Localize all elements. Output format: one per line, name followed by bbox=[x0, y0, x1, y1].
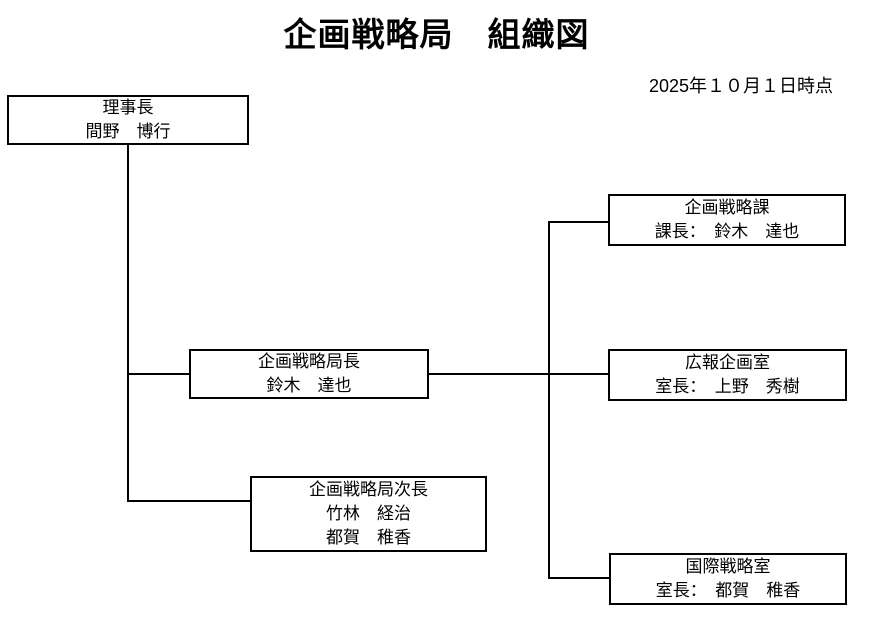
org-box-bureau-director-role: 企画戦略局長 bbox=[258, 352, 360, 371]
org-box-president-role: 理事長 bbox=[102, 98, 154, 117]
connector-to-international-strategy-office bbox=[548, 577, 609, 579]
connector-to-planning-strategy-section bbox=[548, 221, 608, 223]
chart-title: 企画戦略局 組織図 bbox=[283, 16, 590, 53]
org-box-bureau-deputy-director-name-1: 竹林 経治 bbox=[326, 504, 411, 523]
org-box-planning-strategy-section: 企画戦略課 課長： 鈴木 達也 bbox=[608, 194, 846, 246]
org-box-planning-strategy-section-dept: 企画戦略課 bbox=[684, 198, 770, 217]
org-box-bureau-deputy-director: 企画戦略局次長 竹林 経治 都賀 稚香 bbox=[250, 476, 487, 552]
org-box-bureau-deputy-director-role: 企画戦略局次長 bbox=[309, 480, 428, 499]
as-of-date-label: 2025年１０月１日時点 bbox=[648, 76, 834, 96]
connector-director-to-sections bbox=[429, 373, 608, 375]
org-box-international-strategy-office-head: 室長： 都賀 稚香 bbox=[655, 581, 801, 600]
org-box-planning-strategy-section-head: 課長： 鈴木 達也 bbox=[654, 222, 800, 241]
org-box-bureau-director: 企画戦略局長 鈴木 達也 bbox=[189, 349, 429, 399]
org-box-public-relations-office: 広報企画室 室長： 上野 秀樹 bbox=[608, 349, 847, 401]
org-box-president: 理事長 間野 博行 bbox=[7, 95, 249, 145]
connector-sections-vertical bbox=[548, 221, 550, 579]
connector-to-bureau-deputy-director bbox=[127, 500, 250, 502]
org-box-bureau-director-name: 鈴木 達也 bbox=[266, 376, 352, 395]
connector-president-vertical bbox=[127, 145, 129, 502]
org-box-international-strategy-office: 国際戦略室 室長： 都賀 稚香 bbox=[609, 553, 847, 605]
org-box-international-strategy-office-dept: 国際戦略室 bbox=[685, 557, 771, 576]
org-box-president-name: 間野 博行 bbox=[85, 122, 171, 141]
connector-to-bureau-director bbox=[127, 373, 189, 375]
org-box-bureau-deputy-director-name-2: 都賀 稚香 bbox=[326, 528, 411, 547]
org-box-public-relations-office-dept: 広報企画室 bbox=[685, 353, 770, 372]
org-box-public-relations-office-head: 室長： 上野 秀樹 bbox=[655, 377, 800, 396]
